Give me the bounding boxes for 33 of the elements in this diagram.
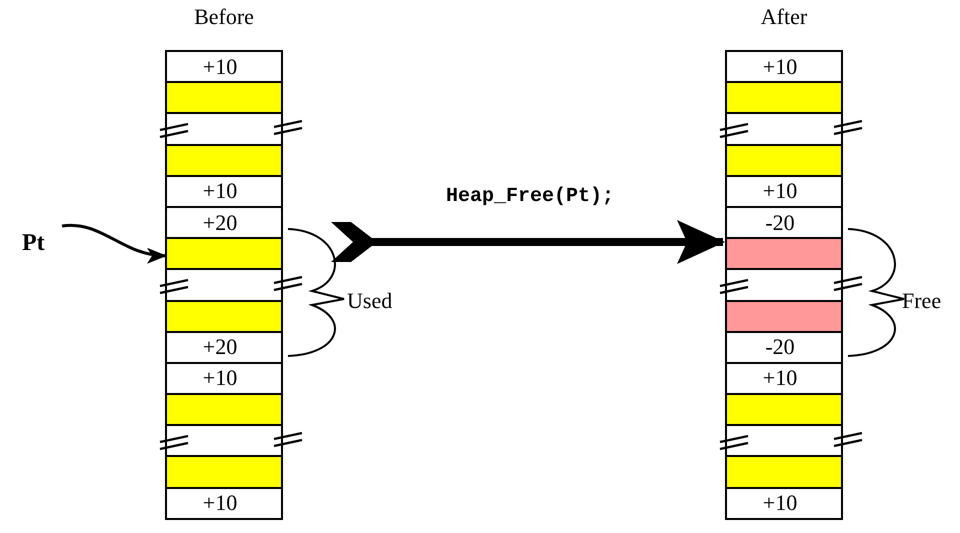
memory-cell: [167, 302, 281, 333]
cell-value: +10: [762, 492, 798, 514]
column-title: Before: [194, 4, 254, 30]
memory-cell: [727, 302, 841, 333]
cell-value: +10: [762, 367, 798, 390]
memory-cell: [167, 239, 281, 270]
memory-cell: [167, 146, 281, 177]
memory-cell: [167, 83, 281, 114]
column-title: After: [760, 4, 808, 30]
cell-value: +10: [202, 56, 238, 78]
cell-value: +10: [762, 180, 798, 202]
arrow: [62, 224, 167, 263]
brace-label: Used: [347, 288, 392, 314]
memory-cell: [167, 457, 281, 489]
cell-value: +10: [762, 56, 798, 78]
header-cell: [727, 332, 841, 364]
memory-cell: [727, 239, 841, 270]
pointer-label: Pt: [22, 228, 45, 258]
memory-cell: [727, 146, 841, 177]
cell-value: +20: [202, 212, 238, 234]
memory-cell: [167, 395, 281, 426]
arrow: [331, 220, 725, 264]
cell-value: -20: [765, 212, 795, 234]
cell-value: -20: [765, 336, 795, 358]
brace-label: Free: [902, 288, 942, 314]
cell-value: +20: [202, 336, 238, 358]
header-cell: [167, 332, 281, 364]
memory-cell: [727, 395, 841, 426]
cell-value: +10: [202, 180, 238, 202]
cell-value: +10: [202, 367, 238, 390]
memory-cell: [727, 83, 841, 114]
memory-cell: [727, 457, 841, 489]
cell-value: +10: [202, 492, 238, 514]
